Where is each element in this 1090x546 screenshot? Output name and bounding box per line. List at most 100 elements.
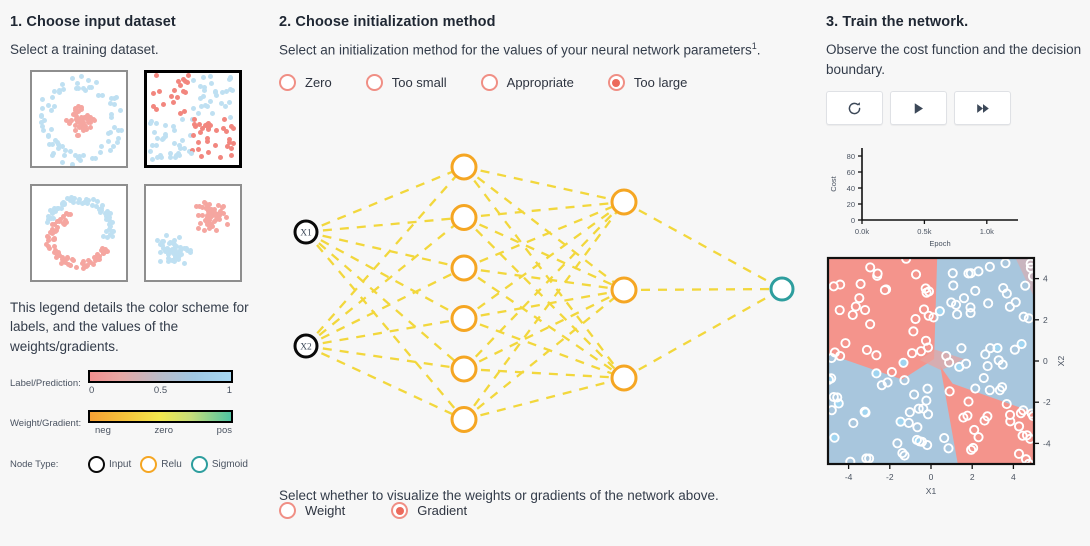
data-point	[157, 258, 163, 264]
data-point	[147, 148, 153, 154]
data-point	[84, 112, 90, 118]
play-button[interactable]	[890, 91, 947, 126]
data-point	[180, 76, 186, 82]
data-point	[56, 146, 62, 152]
data-point	[914, 436, 925, 447]
data-point	[882, 377, 893, 388]
hidden2-node-3[interactable]	[610, 364, 638, 392]
input-node-X1[interactable]	[293, 219, 319, 245]
data-point	[205, 149, 211, 155]
data-point	[227, 75, 233, 81]
radio-weight[interactable]: Weight	[279, 502, 345, 519]
data-point	[70, 163, 76, 166]
network-edge	[463, 201, 625, 320]
data-point	[190, 148, 196, 154]
dataset-thumb-spiral-moons[interactable]	[30, 183, 128, 282]
data-point	[154, 136, 160, 142]
data-point	[86, 120, 92, 126]
data-point	[998, 282, 1009, 294]
data-point	[195, 225, 201, 231]
data-point	[39, 96, 45, 102]
data-point	[912, 422, 923, 433]
reset-button[interactable]	[826, 91, 883, 126]
hidden1-node-1[interactable]	[450, 153, 478, 181]
data-point	[195, 146, 201, 152]
data-point	[110, 219, 116, 225]
data-point	[1026, 408, 1034, 419]
data-point	[85, 77, 91, 83]
radio-zero[interactable]: Zero	[279, 74, 332, 92]
data-point	[169, 93, 175, 99]
y-tick-label: 4	[1043, 274, 1048, 284]
network-edge	[623, 200, 783, 291]
data-point	[38, 120, 44, 126]
data-point	[52, 137, 58, 143]
network-edge	[463, 201, 625, 421]
data-point	[55, 219, 61, 225]
data-point	[860, 407, 871, 418]
output-node[interactable]	[769, 276, 795, 302]
data-point	[985, 343, 996, 354]
input-node-X2[interactable]	[293, 333, 319, 359]
data-point	[74, 114, 80, 120]
hidden1-node-5[interactable]	[450, 355, 478, 383]
radio-gradient-label: Gradient	[417, 503, 468, 518]
hidden1-node-6[interactable]	[450, 406, 478, 433]
dataset-thumb-gaussian-blob[interactable]	[30, 69, 128, 168]
data-point	[109, 115, 115, 121]
data-point	[217, 154, 223, 160]
data-point	[49, 108, 55, 114]
data-point	[92, 257, 98, 263]
dataset-thumb-two-clusters[interactable]	[144, 183, 242, 282]
data-point	[94, 204, 100, 210]
data-point	[865, 262, 876, 273]
data-point	[958, 293, 970, 304]
data-point	[227, 87, 233, 93]
step3-title: 3. Train the network.	[826, 14, 969, 30]
dataset-thumb-xor-checkerboard[interactable]	[144, 69, 242, 168]
data-point	[160, 136, 166, 142]
data-point	[978, 372, 989, 384]
network-edge	[463, 288, 625, 371]
data-point	[196, 213, 202, 219]
radio-gradient[interactable]: Gradient	[391, 502, 467, 519]
tick-neg: neg	[95, 425, 111, 437]
data-point	[91, 262, 97, 268]
data-point	[77, 196, 83, 202]
data-point	[64, 254, 70, 260]
data-point	[90, 202, 96, 208]
hidden1-node-3[interactable]	[450, 254, 478, 282]
data-point	[107, 217, 113, 223]
radio-appropriate[interactable]: Appropriate	[480, 74, 574, 92]
hidden1-node-2[interactable]	[450, 204, 478, 231]
data-point	[167, 155, 173, 161]
data-point	[199, 103, 205, 109]
data-point	[946, 297, 957, 308]
data-point	[171, 123, 177, 129]
data-point	[50, 222, 56, 228]
fast-forward-button[interactable]	[954, 91, 1011, 126]
radio-too-large-label: Too large	[633, 75, 688, 91]
radio-too-large[interactable]: Too large	[607, 74, 688, 92]
hidden2-node-1[interactable]	[610, 188, 638, 216]
network-edge	[463, 216, 625, 379]
data-point	[982, 411, 993, 422]
data-point	[190, 77, 196, 83]
radio-too-small[interactable]: Too small	[365, 74, 447, 92]
data-point	[59, 159, 65, 165]
data-point	[922, 383, 933, 394]
y-axis-label: Cost	[829, 175, 838, 191]
data-point	[39, 105, 45, 111]
data-point	[168, 248, 174, 254]
data-point	[947, 268, 958, 279]
step2-desc-text: Select an initialization method for the …	[279, 42, 752, 58]
data-point	[119, 127, 125, 133]
hidden2-node-2[interactable]	[610, 276, 638, 304]
hidden1-node-4[interactable]	[450, 305, 478, 332]
data-point	[970, 285, 981, 296]
data-point	[898, 357, 909, 368]
data-point	[230, 87, 236, 93]
data-point	[152, 129, 158, 135]
